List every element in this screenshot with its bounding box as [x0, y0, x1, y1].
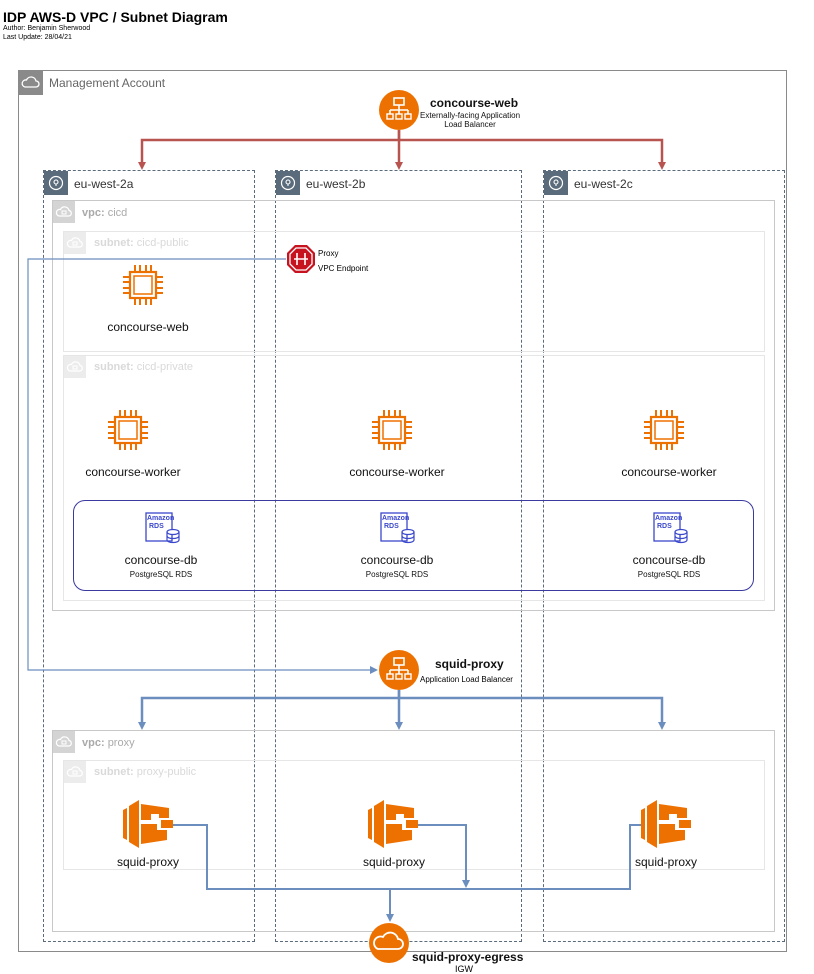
rds-icon-text-line2: RDS: [384, 523, 399, 530]
rds-icon-text-line1: Amazon: [382, 515, 410, 522]
author-text: Author: Benjamin Sherwood: [3, 25, 91, 32]
rds-database-icon: Amazon RDS: [145, 512, 181, 544]
web-lb-desc-line1: Externally-facing Application: [420, 111, 521, 120]
ec2-instance-icon: [644, 410, 684, 450]
cloud-icon: [19, 71, 43, 95]
management-account-label: Management Account: [49, 76, 166, 90]
egress-links: [172, 824, 645, 922]
endpoint-to-alb-link: [27, 258, 378, 674]
instance-label-worker-2c: concourse-worker: [621, 465, 717, 479]
vpc-cicd-label: vpc: cicd: [82, 207, 128, 219]
ecs-container-icon: [368, 800, 418, 848]
vpc-endpoint-icon: [287, 245, 315, 273]
igw-desc: IGW: [455, 964, 473, 974]
squid-lb-desc: Application Load Balancer: [420, 675, 513, 684]
az-group-eu-west-2c: [543, 170, 785, 942]
ec2-instance-icon: [123, 265, 163, 305]
load-balancer-icon: [379, 90, 419, 130]
last-update-text: Last Update: 28/04/21: [3, 34, 72, 41]
database-group: [73, 500, 754, 591]
vpc-cloud-icon: [53, 731, 75, 753]
subnet-cloud-icon: [64, 232, 86, 254]
subnet-cicd-public-group: [63, 231, 765, 352]
ec2-instance-icon: [372, 410, 412, 450]
subnet-cicd-public-label: subnet: cicd-public: [94, 237, 189, 249]
ecs-container-icon: [123, 800, 173, 848]
az-label-eu-west-2b: eu-west-2b: [306, 177, 366, 191]
rds-icon-text-line1: Amazon: [655, 515, 683, 522]
instance-label-worker-2a: concourse-worker: [85, 465, 181, 479]
db-name-2b: concourse-db: [360, 553, 434, 567]
proxy-lb-arrows: [138, 690, 666, 730]
location-pin-icon: [44, 171, 68, 195]
db-name-2a: concourse-db: [124, 553, 198, 567]
location-pin-icon: [276, 171, 300, 195]
vpc-proxy-group: [52, 730, 775, 932]
squid-lb-name: squid-proxy: [435, 657, 504, 671]
endpoint-label-line1: Proxy: [318, 249, 339, 258]
web-lb-arrows: [138, 130, 666, 170]
db-desc-2a: PostgreSQL RDS: [129, 570, 193, 579]
instance-label-worker-2b: concourse-worker: [349, 465, 445, 479]
rds-database-icon: Amazon RDS: [380, 512, 416, 544]
rds-database-icon: Amazon RDS: [653, 512, 689, 544]
internet-gateway-icon: [369, 923, 409, 963]
az-label-eu-west-2a: eu-west-2a: [74, 177, 134, 191]
subnet-cloud-icon: [64, 356, 86, 378]
vpc-proxy-label: vpc: proxy: [82, 737, 135, 749]
endpoint-label-line2: VPC Endpoint: [318, 264, 369, 273]
db-desc-2c: PostgreSQL RDS: [637, 570, 701, 579]
web-lb-desc-line2: Load Balancer: [444, 120, 496, 129]
instance-label-concourse-web: concourse-web: [107, 320, 189, 334]
ecs-container-icon: [641, 800, 691, 848]
rds-icon-text-line1: Amazon: [147, 515, 175, 522]
subnet-cloud-icon: [64, 761, 86, 783]
vpc-cicd-group: [52, 200, 775, 611]
rds-icon-text-line2: RDS: [149, 523, 164, 530]
rds-icon-text-line2: RDS: [657, 523, 672, 530]
subnet-proxy-public-group: [63, 760, 765, 870]
db-name-2c: concourse-db: [632, 553, 706, 567]
load-balancer-icon: [379, 650, 419, 690]
vpc-cloud-icon: [53, 201, 75, 223]
squid-proxy-label-2c: squid-proxy: [634, 855, 698, 869]
ec2-instance-icon: [108, 410, 148, 450]
db-desc-2b: PostgreSQL RDS: [365, 570, 429, 579]
az-label-eu-west-2c: eu-west-2c: [574, 177, 633, 191]
squid-proxy-label-2a: squid-proxy: [116, 855, 180, 869]
diagram-title: IDP AWS-D VPC / Subnet Diagram: [3, 9, 228, 25]
igw-name: squid-proxy-egress: [412, 950, 524, 964]
subnet-cicd-private-label: subnet: cicd-private: [94, 361, 194, 373]
az-group-eu-west-2a: [43, 170, 255, 942]
web-lb-name: concourse-web: [430, 96, 519, 110]
subnet-cicd-private-group: [63, 355, 765, 601]
subnet-proxy-public-label: subnet: proxy-public: [94, 766, 197, 778]
squid-proxy-label-2b: squid-proxy: [362, 855, 426, 869]
location-pin-icon: [544, 171, 568, 195]
